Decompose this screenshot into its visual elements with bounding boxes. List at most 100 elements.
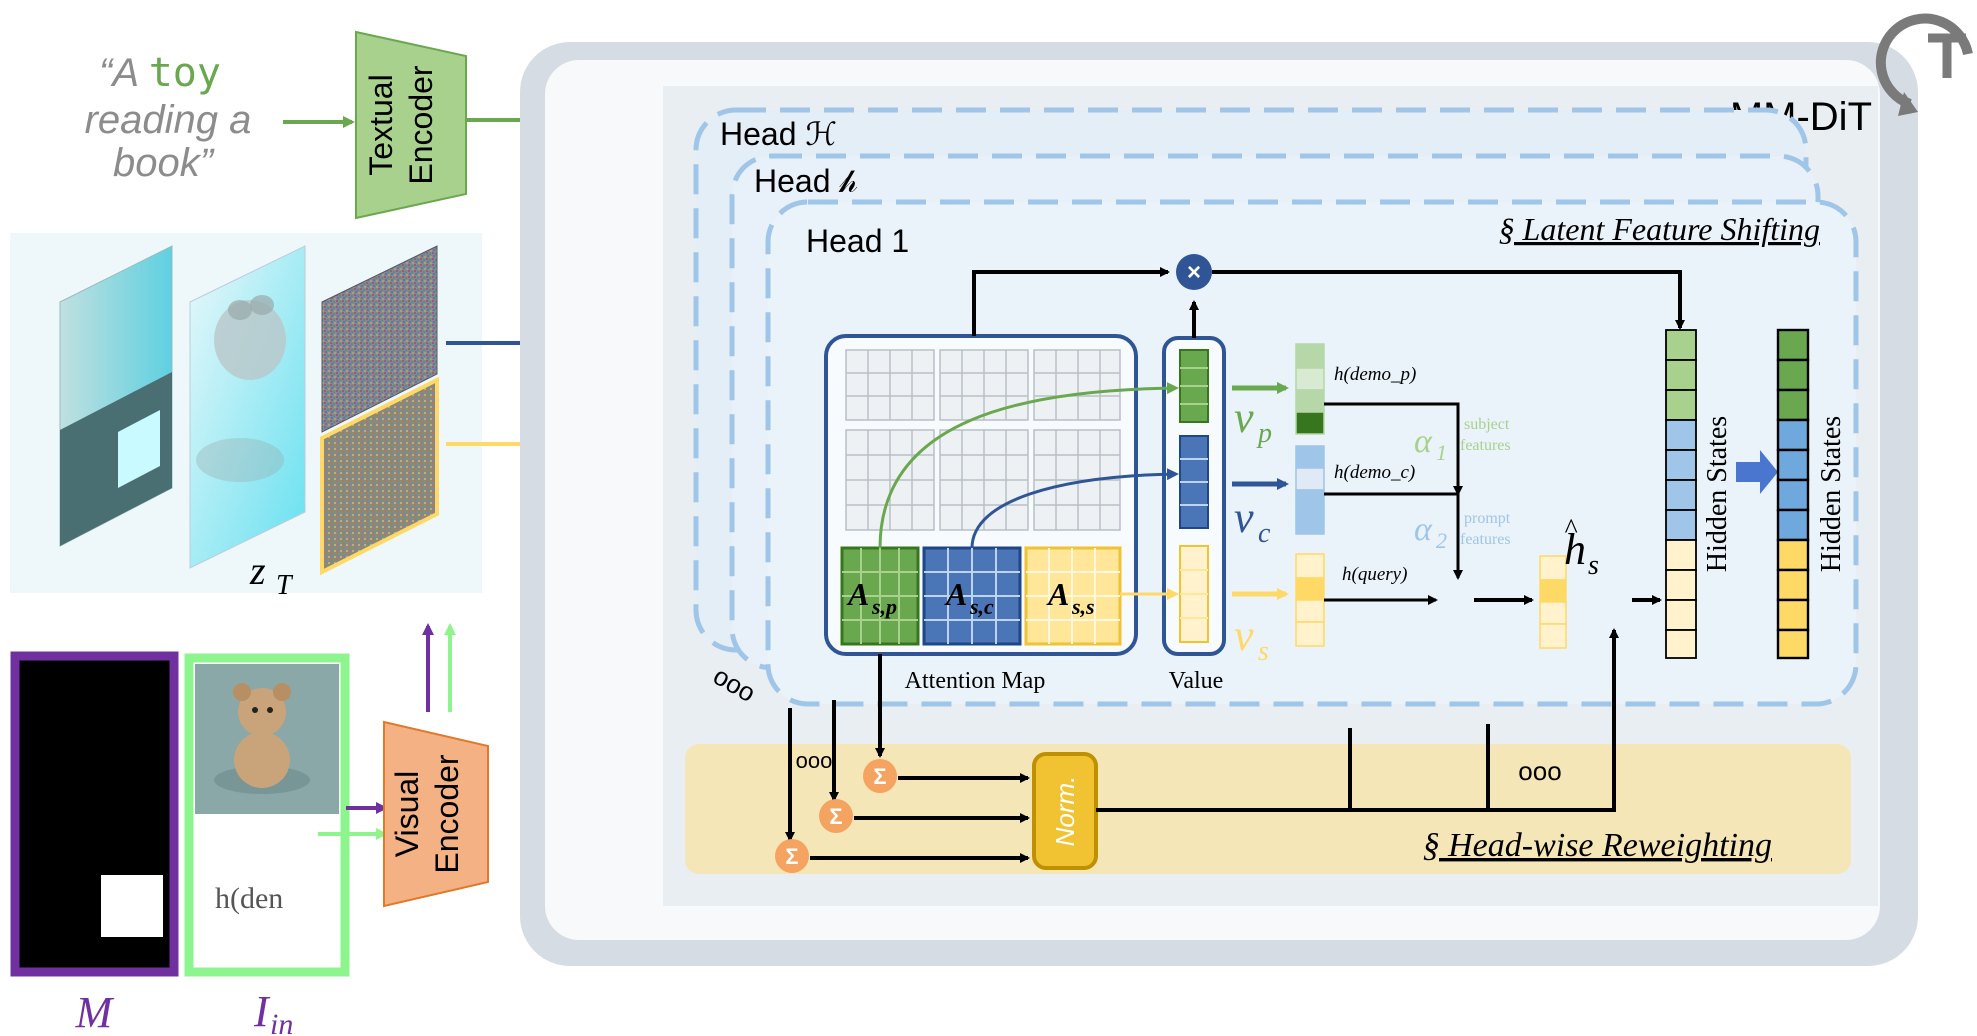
- svg-text:h(demo_p): h(demo_p): [1334, 364, 1416, 385]
- head-H-label: Head ℋ: [720, 116, 837, 152]
- head-h-label: Head 𝒽: [754, 163, 858, 199]
- svg-text:^: ^: [1564, 514, 1578, 545]
- attention-block-labels: A s,p A s,c A s,s: [846, 576, 1095, 619]
- hidden-states-transfer-arrow: [1736, 450, 1778, 494]
- hidden-states-label-2: Hidden States: [1816, 416, 1847, 572]
- reweight-ellipsis: ooo: [1518, 756, 1561, 786]
- asp-to-value-curve: [878, 382, 1179, 549]
- teddy-bear-head: [238, 688, 286, 736]
- svg-text:×: ×: [1187, 259, 1201, 286]
- svg-text:1: 1: [1436, 440, 1447, 465]
- svg-text:prompt: prompt: [1464, 510, 1511, 527]
- svg-text:h(demo_c): h(demo_c): [1334, 462, 1415, 483]
- svg-text:reading a: reading a: [85, 98, 252, 142]
- svg-text:c: c: [1258, 518, 1271, 549]
- svg-text:Σ: Σ: [829, 804, 842, 829]
- latent-label: z T: [249, 548, 294, 601]
- svg-text:features: features: [1460, 531, 1511, 548]
- demo-c-feature: [1295, 445, 1325, 535]
- hidden-states-label-1: Hidden States: [1702, 416, 1733, 572]
- svg-text:Visual: Visual: [389, 771, 425, 858]
- headwise-title: § Head-wise Reweighting: [1423, 827, 1772, 864]
- attention-top-path: [972, 267, 1170, 336]
- input-image: h(den: [184, 653, 350, 977]
- norm-block: Norm.: [1032, 752, 1098, 870]
- textual-encoder: Textual Encoder: [355, 30, 467, 220]
- svg-text:s: s: [1258, 636, 1269, 667]
- sum-node-1: Σ: [863, 759, 897, 793]
- latent-masked-plane: [59, 245, 173, 547]
- value-label: Value: [1169, 668, 1224, 694]
- svg-text:“A toy: “A toy: [99, 50, 221, 96]
- demo-c-merge-line: [1324, 492, 1463, 580]
- value-green-cells: [1179, 349, 1209, 423]
- value-labels: v p v c v s: [1234, 393, 1272, 667]
- hidden-states-before: [1665, 329, 1697, 659]
- feature-labels: h(demo_p) h(demo_c) h(query): [1334, 364, 1416, 585]
- svg-text:A: A: [1046, 576, 1069, 612]
- attention-map-label: Attention Map: [905, 668, 1046, 694]
- logo-icon: [1875, 13, 1973, 116]
- multiply-node: ×: [1176, 254, 1212, 290]
- prompt-text: “A toy reading a book”: [85, 50, 252, 185]
- hs-feature: [1539, 555, 1567, 649]
- svg-text:s,p: s,p: [871, 594, 897, 619]
- svg-text:v: v: [1234, 393, 1254, 442]
- svg-text:s,c: s,c: [969, 594, 994, 619]
- svg-text:h(den: h(den: [215, 882, 283, 915]
- head-1-label: Head 1: [806, 223, 909, 259]
- svg-text:subject: subject: [1464, 416, 1510, 433]
- asc-to-value-curve: [970, 468, 1179, 549]
- svg-text:Norm.: Norm.: [1050, 776, 1080, 847]
- svg-text:Σ: Σ: [785, 844, 798, 869]
- svg-text:Encoder: Encoder: [429, 754, 465, 874]
- demo-p-feature: [1295, 343, 1325, 435]
- value-yellow-cells: [1179, 545, 1209, 643]
- svg-text:T: T: [276, 570, 294, 601]
- svg-text:s: s: [1588, 550, 1599, 581]
- svg-text:Σ: Σ: [873, 764, 886, 789]
- latent-shift-title: § Latent Feature Shifting: [1499, 211, 1820, 247]
- mask-label: M: [75, 988, 115, 1036]
- svg-text:p: p: [1256, 418, 1272, 449]
- svg-text:v: v: [1234, 493, 1254, 542]
- attention-block-ass: [1024, 546, 1122, 646]
- svg-text:Encoder: Encoder: [403, 65, 439, 185]
- feature-type-labels: subject features prompt features: [1460, 416, 1511, 548]
- hs-label: h ^ s: [1564, 514, 1599, 581]
- svg-text:A: A: [846, 576, 869, 612]
- demo-p-merge-line: [1324, 402, 1463, 496]
- latent-teddy-plane: [189, 245, 306, 569]
- svg-text:v: v: [1234, 611, 1254, 660]
- sum-ellipsis: ooo: [796, 748, 833, 773]
- sum-node-3: Σ: [775, 839, 809, 873]
- svg-text:h: h: [1564, 525, 1586, 574]
- latent-noise-plane: [320, 245, 439, 576]
- svg-text:α: α: [1414, 511, 1433, 548]
- svg-text:book”: book”: [113, 141, 215, 185]
- svg-text:z: z: [249, 548, 266, 593]
- svg-text:α: α: [1414, 423, 1433, 460]
- mask-image: [10, 651, 179, 977]
- svg-text:A: A: [944, 576, 967, 612]
- input-label: I in: [253, 987, 293, 1036]
- sum-node-2: Σ: [819, 799, 853, 833]
- attention-block-asp: [840, 546, 920, 646]
- value-blue-cells: [1179, 435, 1209, 529]
- query-feature: [1295, 553, 1325, 647]
- attention-block-asc: [922, 546, 1022, 646]
- svg-text:features: features: [1460, 437, 1511, 454]
- multiply-to-hidden-path: [1212, 270, 1685, 330]
- norm-to-hs-path: [1096, 628, 1619, 812]
- visual-encoder: Visual Encoder: [383, 720, 489, 908]
- svg-text:in: in: [270, 1008, 293, 1036]
- svg-text:s,s: s,s: [1071, 594, 1095, 619]
- attention-map-gray-grid: [845, 349, 1121, 531]
- hidden-states-after: [1776, 328, 1810, 660]
- svg-text:Textual: Textual: [363, 74, 399, 175]
- alpha-labels: α 1 α 2: [1414, 423, 1447, 553]
- svg-text:2: 2: [1436, 528, 1447, 553]
- svg-text:h(query): h(query): [1342, 564, 1407, 585]
- svg-text:I: I: [253, 987, 271, 1036]
